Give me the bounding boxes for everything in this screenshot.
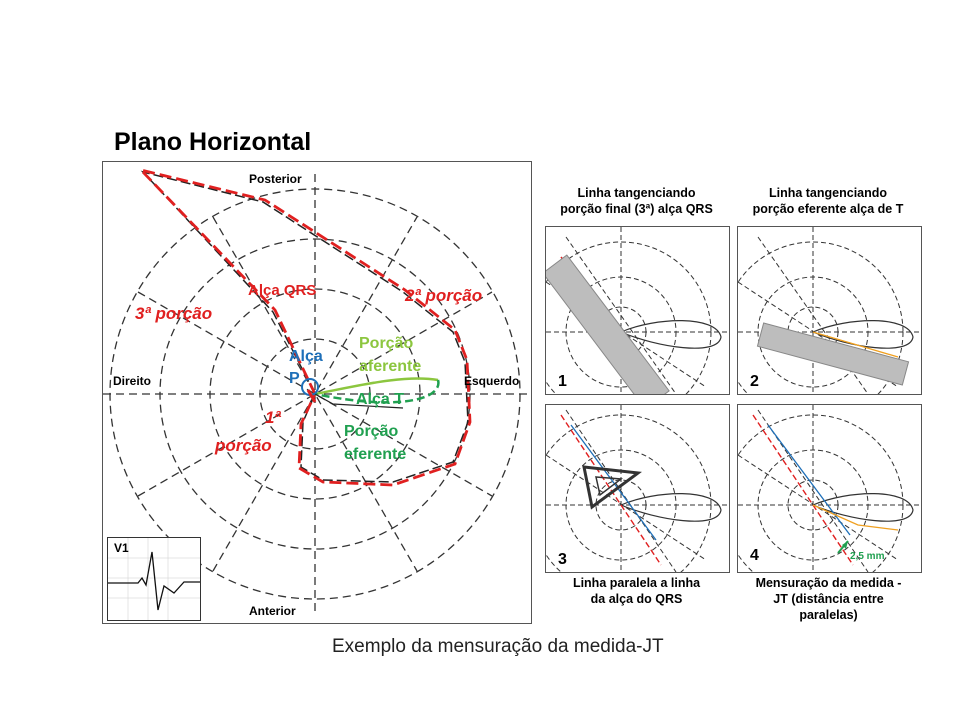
esquerdo-label: Esquerdo: [464, 374, 520, 388]
p-loop-label-b: P: [289, 370, 300, 387]
panel-1-caption: Linha tangenciando porção final (3ª) alç…: [540, 185, 733, 217]
panel-4: 4 2,5 mm: [737, 404, 922, 573]
t-loop-efferent: [314, 379, 440, 404]
third-portion-label: 3ª porção: [135, 304, 213, 323]
afferent-portion-label-a: Porção: [359, 335, 414, 352]
panel-3-caption: Linha paralela a linha da alça do QRS: [545, 575, 728, 607]
panel-2-number: 2: [750, 373, 759, 390]
panel-2-caption-line-1: Linha tangenciando: [768, 186, 888, 200]
panel-3-number: 3: [558, 551, 567, 568]
polar-grid: [103, 167, 529, 614]
measure-label: 2,5 mm: [850, 551, 885, 562]
panel-1-caption-line-2: porção final (3ª) alça QRS: [560, 202, 713, 216]
panel-3: 3: [545, 404, 730, 573]
first-portion-label-a: 1ª: [265, 408, 281, 427]
first-portion-label-b: porção: [215, 436, 272, 455]
afferent-portion-label-b: aferente: [359, 358, 422, 375]
panel-1: 1: [545, 226, 730, 395]
qrs-loop-label: Alça QRS: [248, 282, 317, 299]
second-portion-label: 2ª porção: [405, 286, 483, 305]
efferent-portion-label-b: eferente: [344, 446, 407, 463]
panel-2-caption-line-2: porção eferente alça de T: [752, 202, 904, 216]
v1-ecg-inset: V1: [107, 537, 201, 621]
p-loop-label-a: Alça: [289, 348, 323, 365]
panel-1-number: 1: [558, 373, 567, 390]
panel-2-caption: Linha tangenciando porção eferente alça …: [733, 185, 923, 217]
qrs-loop-red: [136, 167, 472, 487]
qrs-loop-original: [140, 170, 469, 483]
panel-4-caption-line-2: JT (distância entre: [773, 592, 884, 606]
efferent-portion-label-a: Porção: [344, 423, 399, 440]
panel-4-caption: Mensuração da medida - JT (distância ent…: [737, 575, 920, 623]
direito-label: Direito: [113, 374, 152, 388]
v1-label: V1: [114, 541, 129, 555]
panel-3-caption-line-1: Linha paralela a linha: [572, 576, 701, 590]
panel-4-caption-line-1: Mensuração da medida -: [755, 576, 902, 590]
posterior-label: Posterior: [249, 172, 302, 186]
diagram-title: Plano Horizontal: [114, 128, 312, 156]
anterior-label: Anterior: [249, 604, 296, 618]
panel-4-caption-line-3: paralelas): [799, 608, 858, 622]
t-loop-afferent: [314, 377, 439, 396]
panel-3-caption-line-2: da alça do QRS: [590, 592, 683, 606]
horizontal-plane-panel: Posterior Anterior Direito Esquerdo Alça…: [102, 161, 532, 624]
panel-4-number: 4: [750, 547, 759, 564]
figure-caption: Exemplo da mensuração da medida-JT: [332, 636, 664, 657]
t-loop-label: Alça T: [356, 391, 405, 408]
panel-2: 2: [737, 226, 922, 395]
panel-1-caption-line-1: Linha tangenciando: [577, 186, 696, 200]
